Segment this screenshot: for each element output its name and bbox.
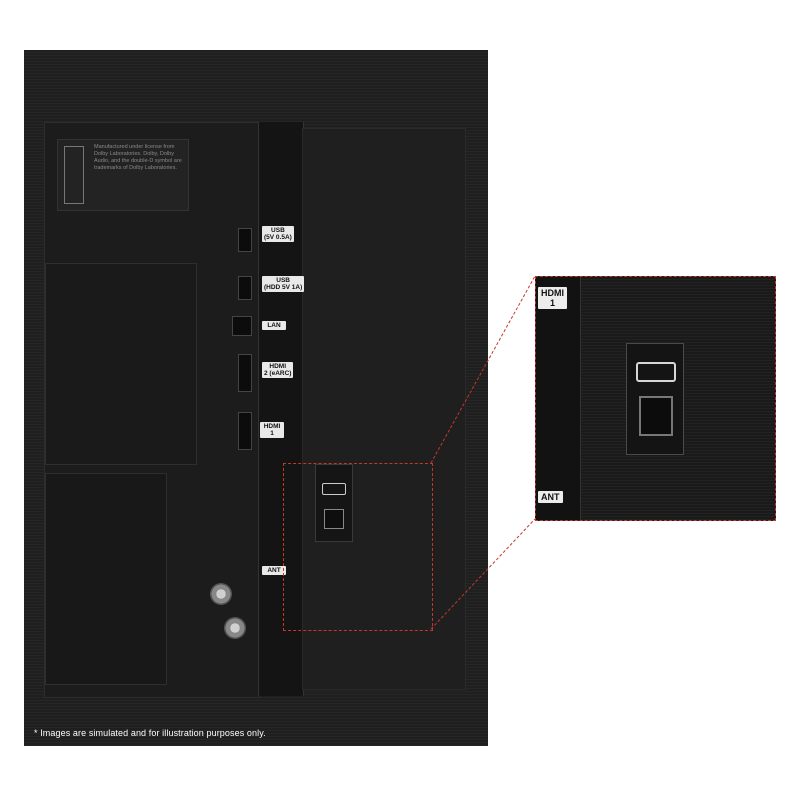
hdmi-icon [636,362,676,382]
zoom-callout-source [283,463,433,631]
coax-connector-icon [224,617,246,639]
dolby-logo-icon [64,146,84,204]
usb-port [238,228,252,252]
lan-label: LAN [262,321,286,330]
hdmi-2-port [238,354,252,392]
disclaimer-text: * Images are simulated and for illustrat… [34,728,266,738]
right-panel [302,128,466,690]
optical-port-icon [324,509,344,529]
optical-port-icon [639,396,673,436]
zoom-port-strip [536,277,581,520]
usb-2-label: USB(HDD 5V 1A) [262,276,305,292]
inner-panel-block [45,263,197,465]
usb-port [238,276,252,300]
lan-port [232,316,252,336]
tv-rear-scene: Manufactured under license from Dolby La… [24,50,784,746]
ant-label: ANT [262,566,286,575]
dolby-sticker: Manufactured under license from Dolby La… [57,139,189,211]
hdmi-1-port [238,412,252,450]
inner-panel-block [45,473,167,685]
zoom-hdmi-optical-module [626,343,684,455]
usb-1-label: USB(5V 0.5A) [262,226,294,242]
tv-recessed-panel: Manufactured under license from Dolby La… [44,122,260,698]
hdmi-icon [322,483,346,495]
hdmi-optical-module [315,464,353,542]
coax-connector-icon [210,583,232,605]
zoom-ant-label: ANT [538,491,563,503]
sticker-text: Manufactured under license from Dolby La… [94,144,182,171]
